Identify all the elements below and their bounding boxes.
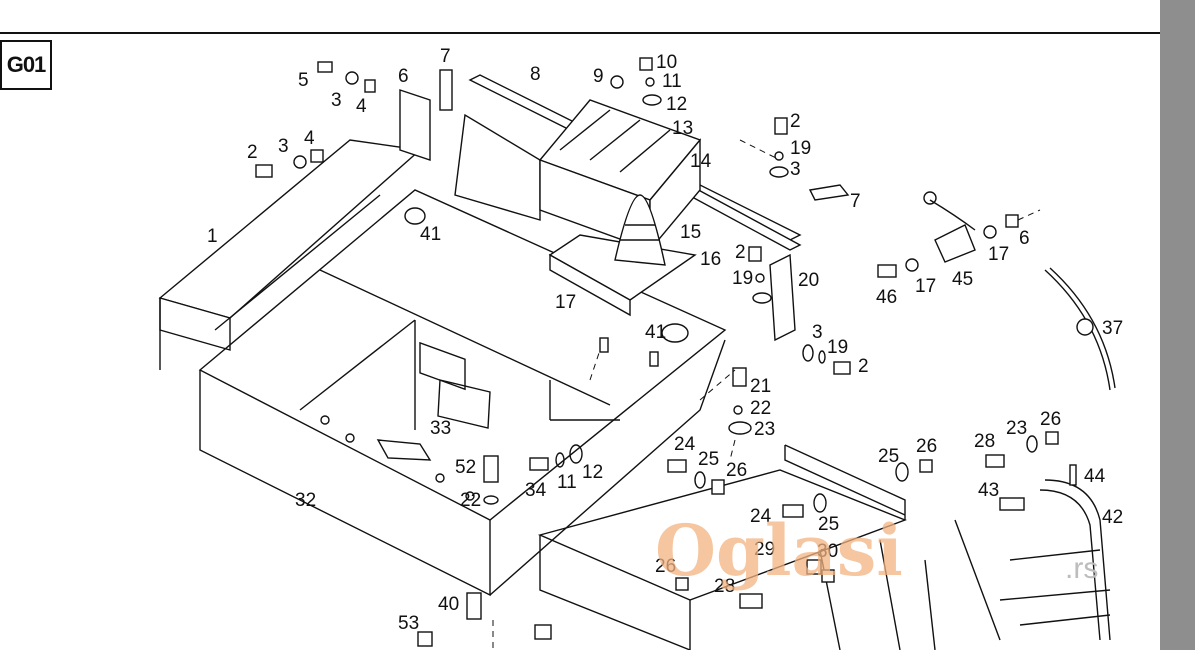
callout-2-right: 2: [790, 111, 801, 132]
callout-53: 53: [398, 613, 419, 634]
callout-44: 44: [1084, 466, 1106, 487]
callout-19: 19: [790, 138, 811, 159]
header-rule: [0, 32, 1160, 34]
callout-9: 9: [593, 66, 604, 87]
callout-19-lower: 19: [827, 337, 848, 358]
callout-25b: 25: [878, 446, 899, 467]
callout-7-right: 7: [850, 191, 861, 212]
callout-41b: 41: [645, 322, 666, 343]
callout-2-mid: 2: [735, 242, 746, 263]
part-bracket-6: [399, 69, 453, 161]
callout-7: 7: [440, 46, 451, 67]
callout-4b: 4: [356, 96, 367, 117]
callout-24: 24: [674, 434, 696, 455]
callout-22b: 22: [460, 490, 481, 511]
callout-2-lower: 2: [858, 356, 869, 377]
callout-3-lower: 3: [812, 322, 823, 343]
callout-34: 34: [525, 480, 547, 501]
exploded-parts-diagram: 1 2 3 4 5 3 4 6 7 8 9 10 11 12 13 14 15 …: [158, 46, 1123, 650]
callout-25c: 25: [818, 514, 839, 535]
callout-45: 45: [952, 269, 973, 290]
part-boot-15: [548, 194, 697, 317]
callout-14: 14: [690, 151, 712, 172]
callout-10: 10: [656, 52, 677, 73]
callout-40: 40: [438, 594, 459, 615]
callout-11b: 11: [557, 472, 577, 493]
section-code-box: G01: [0, 40, 52, 90]
callout-5: 5: [298, 70, 309, 91]
section-code: G01: [6, 52, 47, 77]
callout-3-right: 3: [790, 159, 801, 180]
callout-12b: 12: [582, 462, 603, 483]
callout-6b: 6: [1019, 228, 1030, 249]
callout-6: 6: [398, 66, 409, 87]
callout-29: 29: [754, 539, 775, 560]
part-bracket-20: [769, 253, 796, 342]
callout-26d: 26: [655, 556, 676, 577]
watermark: Oglasi .rs: [655, 509, 1098, 592]
callout-3b: 3: [331, 90, 342, 111]
leader-lines: [492, 139, 1041, 650]
part-cable-37: [1044, 267, 1116, 391]
callout-43: 43: [978, 480, 999, 501]
drawing-sheet: G01: [0, 32, 1160, 650]
callout-21: 21: [750, 376, 771, 397]
scrollbar[interactable]: [1160, 0, 1195, 650]
callout-42: 42: [1102, 507, 1123, 528]
callout-13: 13: [672, 118, 693, 139]
callout-1: 1: [207, 226, 218, 247]
callout-12: 12: [666, 94, 687, 115]
callout-26b: 26: [916, 436, 937, 457]
part-ladder: [954, 479, 1111, 641]
part-clamp-45: [923, 191, 976, 263]
hardware-fasteners: [255, 57, 1077, 647]
callout-37: 37: [1102, 318, 1123, 339]
callout-46: 46: [876, 287, 897, 308]
callout-28b: 28: [714, 576, 735, 597]
callout-4: 4: [304, 128, 315, 149]
callout-15: 15: [680, 222, 701, 243]
callout-32: 32: [295, 490, 316, 511]
part-frame: [198, 189, 727, 597]
callout-17: 17: [555, 292, 576, 313]
callout-2: 2: [247, 142, 258, 163]
watermark-suffix: .rs: [1065, 552, 1098, 585]
callout-30: 30: [817, 541, 838, 562]
callout-25: 25: [698, 449, 719, 470]
callout-19-mid: 19: [732, 268, 753, 289]
callout-23b: 23: [1006, 418, 1027, 439]
callout-17c: 17: [915, 276, 936, 297]
callout-33: 33: [430, 418, 451, 439]
part-box-13: [538, 99, 702, 252]
callout-22: 22: [750, 398, 771, 419]
watermark-text: Oglasi: [655, 509, 903, 592]
callout-41: 41: [420, 224, 441, 245]
callout-8: 8: [530, 64, 541, 85]
callout-28: 28: [974, 431, 995, 452]
callout-26c: 26: [1040, 409, 1061, 430]
callout-24b: 24: [750, 506, 772, 527]
callout-labels: 1 2 3 4 5 3 4 6 7 8 9 10 11 12 13 14 15 …: [207, 46, 1123, 634]
callout-26: 26: [726, 460, 747, 481]
part-rear-frame: [537, 444, 936, 650]
callout-20: 20: [798, 270, 819, 291]
callout-23: 23: [754, 419, 775, 440]
callout-3: 3: [278, 136, 289, 157]
callout-16: 16: [700, 249, 721, 270]
callout-52: 52: [455, 457, 476, 478]
callout-11: 11: [662, 71, 682, 92]
part-channel: [158, 139, 422, 370]
callout-17b: 17: [988, 244, 1009, 265]
